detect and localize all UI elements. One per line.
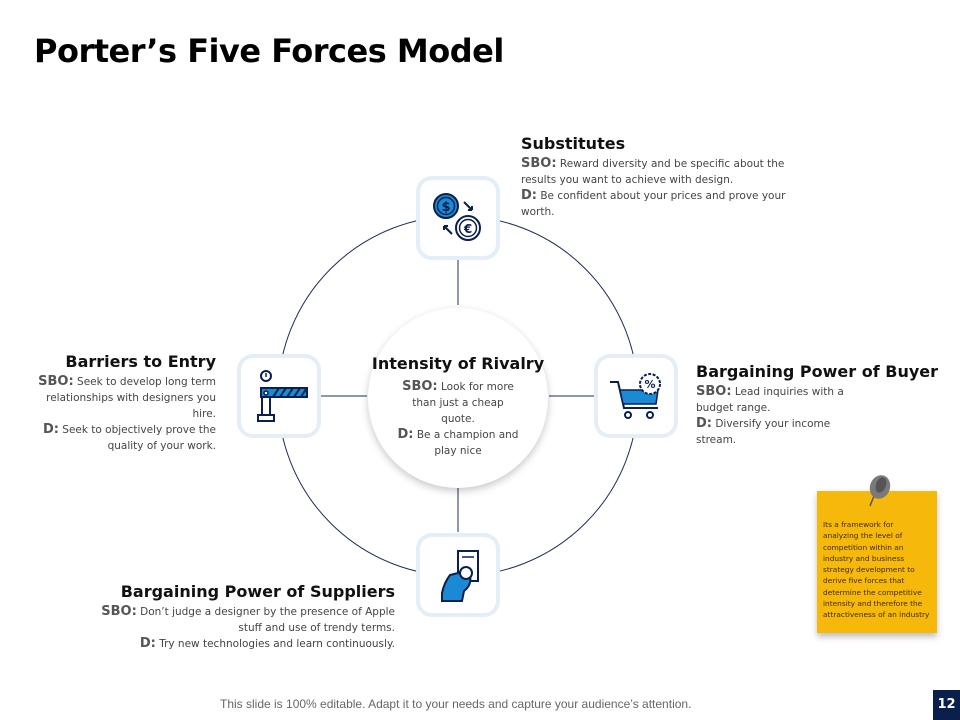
sticky-note-text: Its a framework for analyzing the level … [823, 520, 930, 620]
slide-title: Porter’s Five Forces Model [34, 32, 504, 70]
suppliers-title: Bargaining Power of Suppliers [120, 582, 395, 601]
buyer-description: SBO: Lead inquiries with a budget range.… [696, 384, 846, 448]
barriers-block: Barriers to Entry SBO: Seek to develop l… [20, 352, 216, 454]
buyer-icon-box: % [598, 358, 674, 434]
rivalry-description: SBO: Look for more than just a cheap quo… [368, 379, 548, 459]
d-label: D: [521, 188, 537, 203]
discount-cart-icon: % [610, 373, 661, 419]
buyer-block: Bargaining Power of Buyer SBO: Lead inqu… [696, 362, 946, 448]
rivalry-title: Intensity of Rivalry [371, 354, 545, 373]
svg-text:%: % [644, 378, 655, 391]
buyer-title: Bargaining Power of Buyer [696, 362, 938, 381]
sbo-text: Lead inquiries with a budget range. [696, 386, 844, 414]
suppliers-block: Bargaining Power of Suppliers SBO: Don’t… [100, 582, 395, 652]
sbo-text: Don’t judge a designer by the presence o… [136, 606, 395, 634]
svg-text:€: € [463, 222, 472, 236]
d-text: Seek to objectively prove the quality of… [58, 424, 216, 452]
d-label: D: [139, 636, 156, 651]
d-label: D: [696, 416, 712, 431]
currency-exchange-icon: $ € [433, 193, 481, 241]
hand-card-icon [441, 550, 479, 602]
substitutes-description: SBO: Reward diversity and be specific ab… [521, 156, 821, 220]
substitutes-block: Substitutes SBO: Reward diversity and be… [521, 134, 821, 220]
sbo-label: SBO: [38, 374, 74, 389]
sbo-label: SBO: [696, 384, 732, 399]
page-number: 12 [933, 690, 960, 720]
barriers-description: SBO: Seek to develop long term relations… [20, 374, 216, 454]
d-label: D: [397, 427, 414, 442]
substitutes-icon-box: $ € [420, 180, 496, 256]
d-label: D: [42, 422, 59, 437]
pushpin-icon [869, 475, 891, 507]
d-text: Be a champion and play nice [413, 429, 519, 457]
sbo-label: SBO: [521, 156, 557, 171]
barrier-gate-icon [257, 370, 308, 422]
sticky-note: Its a framework for analyzing the level … [817, 491, 937, 633]
barriers-title: Barriers to Entry [65, 352, 216, 371]
sbo-text: Look for more than just a cheap quote. [412, 381, 514, 425]
barriers-icon-box [241, 358, 317, 434]
d-text: Be confident about your prices and prove… [521, 190, 786, 218]
sbo-label: SBO: [101, 604, 137, 619]
d-text: Try new technologies and learn continuou… [155, 638, 395, 650]
d-text: Diversify your income stream. [696, 418, 831, 446]
sbo-label: SBO: [402, 379, 438, 394]
sbo-text: Seek to develop long term relationships … [46, 376, 216, 420]
sbo-text: Reward diversity and be specific about t… [521, 158, 785, 186]
suppliers-icon-box [420, 537, 496, 613]
footer-note: This slide is 100% editable. Adapt it to… [220, 697, 692, 711]
suppliers-description: SBO: Don’t judge a designer by the prese… [100, 604, 395, 652]
substitutes-title: Substitutes [521, 134, 626, 153]
center-circle-rivalry: Intensity of Rivalry SBO: Look for more … [368, 308, 548, 488]
svg-text:$: $ [441, 200, 450, 215]
